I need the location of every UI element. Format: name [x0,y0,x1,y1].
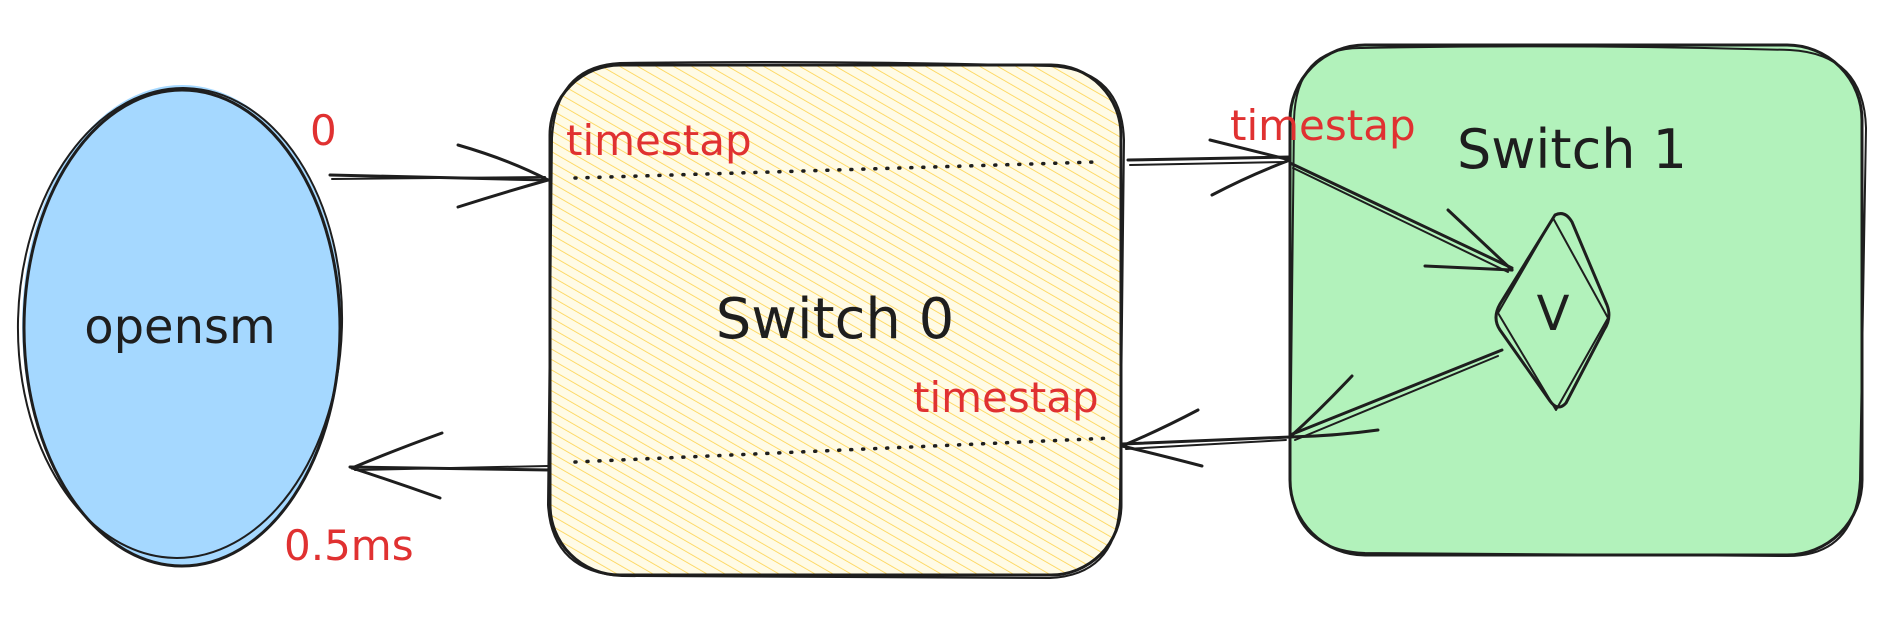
switch0-node[interactable]: Switch 0 [547,61,1125,579]
arrow-switch1-to-switch0[interactable] [1120,408,1292,468]
arrow-v-to-switch1[interactable] [1288,348,1504,441]
v-label: V [1537,286,1570,342]
annotation-timestap-switch0-bottom: timestap [913,373,1099,422]
switch1-node[interactable]: Switch 1 [1288,43,1867,558]
switch0-label: Switch 0 [716,287,955,352]
arrow-opensm-to-switch0[interactable] [328,143,550,209]
annotation-half-ms: 0.5ms [284,521,414,570]
annotation-timestap-switch0-top: timestap [566,116,752,165]
switch0-top-dotted-line [573,160,1097,180]
v-node[interactable]: V [1494,212,1611,411]
annotation-zero: 0 [310,106,337,155]
annotation-timestap-switch1: timestap [1230,101,1416,150]
arrow-switch1-to-v[interactable] [1288,161,1514,273]
arrow-switch0-to-opensm[interactable] [348,431,552,500]
arrow-switch0-to-switch1[interactable] [1126,138,1292,197]
opensm-node[interactable]: opensm [12,84,348,568]
opensm-label: opensm [84,299,276,355]
switch1-label: Switch 1 [1457,118,1687,181]
